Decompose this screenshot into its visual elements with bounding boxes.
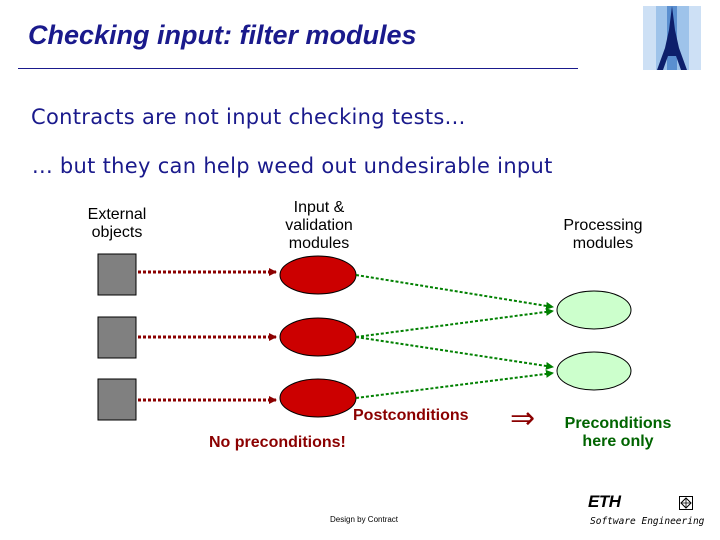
- preconditions-line1: Preconditions: [564, 415, 672, 432]
- postconditions-label: Postconditions: [353, 407, 469, 424]
- eth-logo-subtitle: Software Engineering: [590, 516, 705, 527]
- label-input-line3: modules: [288, 235, 350, 252]
- external-object-box: [97, 253, 137, 296]
- label-external-line1: External: [87, 206, 147, 223]
- input-validation-module: [279, 378, 357, 418]
- label-external-line2: objects: [91, 224, 143, 241]
- body-line-1: Contracts are not input checking tests..…: [31, 105, 466, 129]
- eth-logo-text: ETH: [588, 492, 621, 511]
- preconditions-here-label: Preconditions here only: [555, 415, 681, 451]
- title-divider: [18, 68, 578, 69]
- no-preconditions-label: No preconditions!: [209, 434, 346, 451]
- processing-module: [556, 290, 632, 330]
- green-dashed-arrow: [355, 307, 554, 338]
- label-processing-line2: modules: [572, 235, 634, 252]
- label-processing-modules: Processing modules: [548, 217, 658, 253]
- body-line-2: ... but they can help weed out undesirab…: [32, 154, 553, 178]
- label-input-line1: Input &: [293, 199, 345, 216]
- preconditions-line2: here only: [582, 433, 654, 450]
- label-external-objects: External objects: [78, 206, 156, 242]
- processing-module: [556, 351, 632, 391]
- eiffel-tower-logo-icon: [641, 4, 703, 72]
- external-object-box: [97, 378, 137, 421]
- green-dashed-arrow: [355, 274, 554, 310]
- slide-title: Checking input: filter modules: [28, 20, 417, 50]
- external-object-box: [97, 316, 137, 359]
- label-input-validation-modules: Input & validation modules: [270, 199, 368, 253]
- input-validation-module: [279, 255, 357, 295]
- footer-course-title: Design by Contract: [330, 515, 399, 524]
- green-dashed-arrow: [355, 336, 554, 370]
- implies-arrow-icon: ⇒: [510, 401, 536, 436]
- label-input-line2: validation: [285, 217, 353, 234]
- green-dashed-arrow: [355, 369, 554, 399]
- eth-emblem-icon: [679, 496, 693, 510]
- label-processing-line1: Processing: [563, 217, 643, 234]
- input-validation-module: [279, 317, 357, 357]
